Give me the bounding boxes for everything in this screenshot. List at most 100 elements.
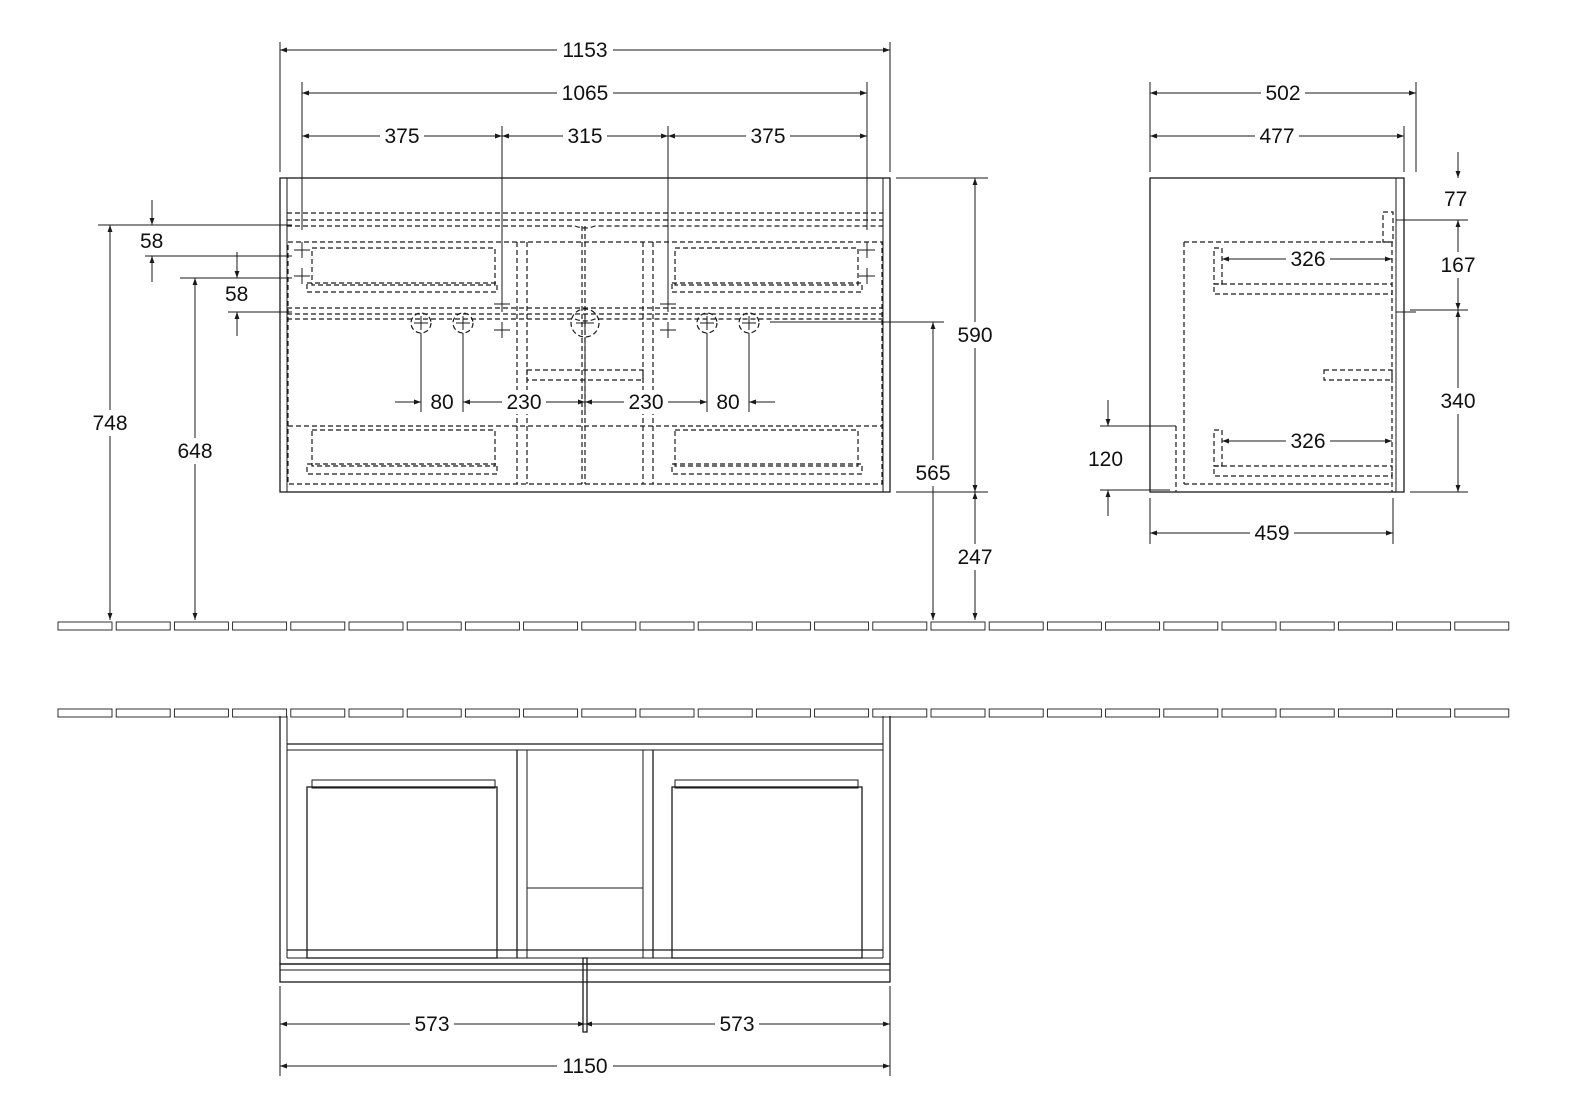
- floor-tile: [232, 708, 288, 718]
- floor-tile: [1046, 621, 1102, 631]
- floor-tile: [988, 621, 1044, 631]
- floor-tile: [1337, 708, 1393, 718]
- plan-view: [279, 716, 891, 1076]
- floor-tile: [464, 708, 520, 718]
- dim-80-right: 80: [716, 391, 739, 414]
- dimension-labels: 1153 1065 375 315 375 58 58 748 648 80 2…: [88, 38, 1480, 1078]
- tap-hole-icon: [696, 312, 718, 334]
- dim-565: 565: [915, 462, 950, 485]
- floor-tile: [930, 708, 986, 718]
- dim-80-left: 80: [430, 391, 453, 414]
- floor-tile: [1396, 621, 1452, 631]
- dim-502: 502: [1265, 82, 1300, 105]
- floor-tile: [115, 708, 171, 718]
- dim-326-lower: 326: [1290, 430, 1325, 453]
- dim-230-right: 230: [628, 391, 663, 414]
- floor-tile: [232, 621, 288, 631]
- tap-hole-icon: [410, 312, 432, 334]
- front-carcass-outline: [279, 177, 891, 493]
- dim-590: 590: [957, 324, 992, 347]
- floor-tile: [1396, 708, 1452, 718]
- dim-58-lower: 58: [225, 283, 248, 306]
- floor-tile: [814, 708, 870, 718]
- floor-tile: [406, 708, 462, 718]
- dim-573-left: 573: [414, 1013, 449, 1036]
- dim-459: 459: [1254, 522, 1289, 545]
- dim-375-left: 375: [384, 125, 419, 148]
- dim-1150: 1150: [562, 1055, 607, 1078]
- floor-tile: [1221, 708, 1277, 718]
- dim-58-upper: 58: [140, 230, 163, 253]
- floor-tile: [464, 621, 520, 631]
- dim-375-right: 375: [750, 125, 785, 148]
- floor-tile: [1105, 708, 1161, 718]
- floor-tile: [697, 708, 753, 718]
- floor-tile: [639, 621, 695, 631]
- floor-tile: [290, 621, 346, 631]
- dim-120: 120: [1088, 448, 1123, 471]
- plan-basin-left: [306, 786, 498, 959]
- floor-tile: [1163, 708, 1219, 718]
- front-lower-drawer-right: [674, 429, 859, 467]
- floor-tile: [1163, 621, 1219, 631]
- dim-477: 477: [1259, 125, 1294, 148]
- floor-tile: [523, 708, 579, 718]
- floor-tile: [348, 708, 404, 718]
- floor-line-upper: [57, 621, 1510, 631]
- floor-tile: [755, 621, 811, 631]
- tap-hole-icon: [452, 312, 474, 334]
- floor-tile: [523, 621, 579, 631]
- floor-tile: [1221, 621, 1277, 631]
- side-upper-drawer: [1213, 283, 1393, 295]
- floor-line-lower: [57, 708, 1510, 718]
- floor-tile: [57, 708, 113, 718]
- floor-tile: [1337, 621, 1393, 631]
- front-upper-drawer-left: [311, 247, 496, 286]
- dim-326-upper: 326: [1290, 248, 1325, 271]
- dim-1065: 1065: [562, 82, 609, 105]
- floor-tile: [1046, 708, 1102, 718]
- dim-648: 648: [177, 440, 212, 463]
- side-carcass-outline: [1149, 177, 1405, 493]
- plan-basin-right: [671, 786, 863, 959]
- dim-573-right: 573: [719, 1013, 754, 1036]
- floor-tile: [115, 621, 171, 631]
- floor-tile: [1279, 708, 1335, 718]
- dim-230-left: 230: [506, 391, 541, 414]
- floor-tile: [1454, 621, 1510, 631]
- floor-tile: [639, 708, 695, 718]
- dim-167: 167: [1440, 254, 1475, 277]
- floor-tile: [290, 708, 346, 718]
- floor-tile: [988, 708, 1044, 718]
- dim-77: 77: [1444, 188, 1467, 211]
- plan-countertop-edge: [279, 963, 891, 983]
- dim-247: 247: [957, 546, 992, 569]
- floor-tile: [755, 708, 811, 718]
- tap-holes: [410, 308, 760, 338]
- floor-tile: [173, 708, 229, 718]
- floor-tile: [1105, 621, 1161, 631]
- front-upper-drawer-right: [674, 247, 859, 286]
- floor-tile: [57, 621, 113, 631]
- dim-1153: 1153: [562, 39, 607, 62]
- dim-315: 315: [567, 125, 602, 148]
- front-lower-drawer-left: [311, 429, 496, 467]
- front-view: [98, 42, 988, 620]
- floor-tile: [173, 621, 229, 631]
- floor-tile: [406, 621, 462, 631]
- tap-hole-icon: [738, 312, 760, 334]
- dim-340: 340: [1440, 390, 1475, 413]
- floor-tile: [814, 621, 870, 631]
- side-lower-drawer: [1213, 465, 1393, 477]
- dim-748: 748: [92, 412, 127, 435]
- floor-tile: [1279, 621, 1335, 631]
- floor-tile: [872, 621, 928, 631]
- floor-tile: [1454, 708, 1510, 718]
- floor-tile: [348, 621, 404, 631]
- floor-tile: [581, 621, 637, 631]
- floor-tile: [872, 708, 928, 718]
- drain-hole-icon: [570, 308, 600, 338]
- side-view: [1100, 82, 1468, 544]
- floor-tile: [581, 708, 637, 718]
